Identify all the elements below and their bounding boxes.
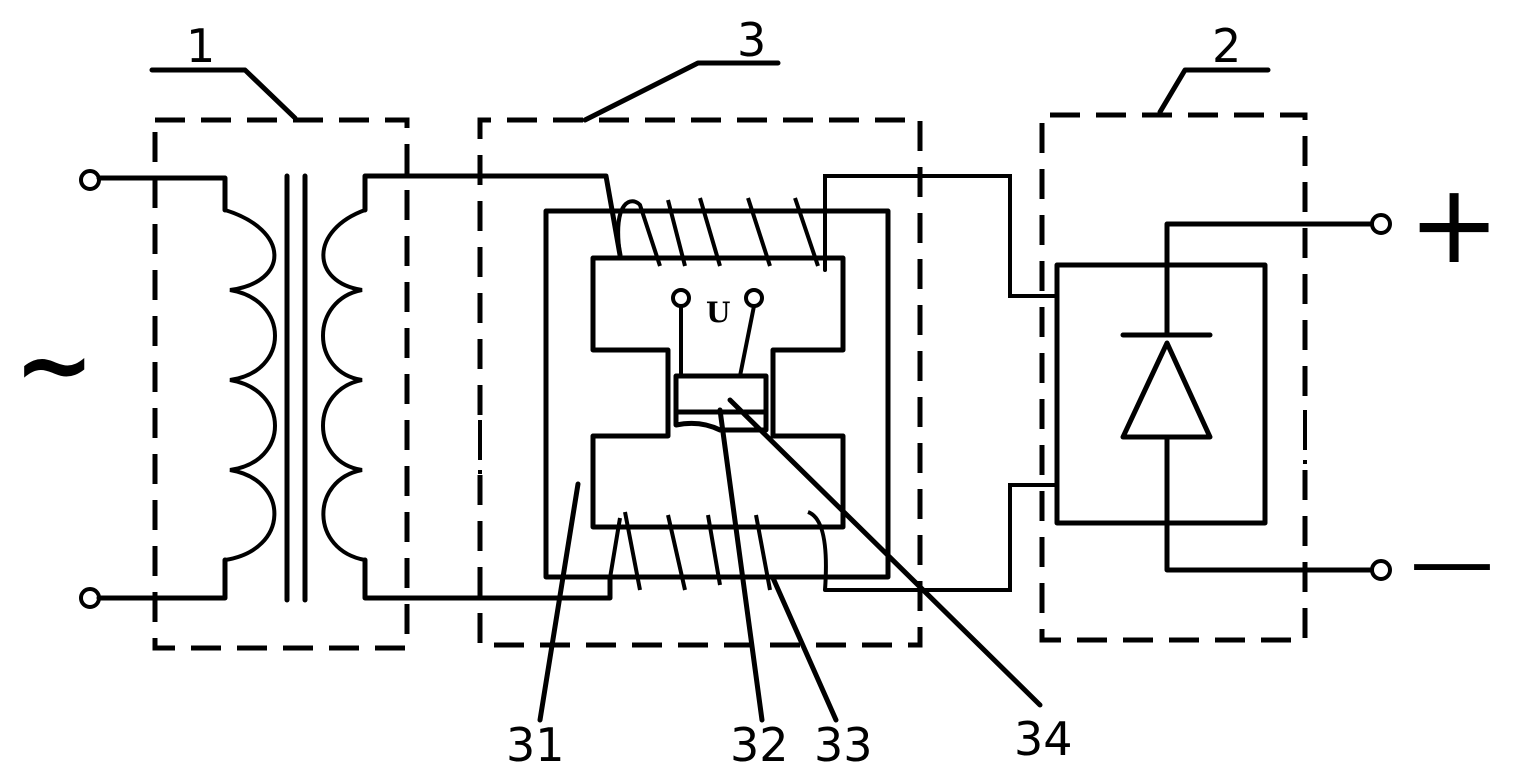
label-31: 31 bbox=[506, 718, 565, 772]
minus-symbol: — bbox=[1410, 512, 1494, 610]
output-terminal-minus bbox=[1370, 559, 1392, 581]
label-leader-33 bbox=[770, 575, 839, 723]
input-terminal-top bbox=[79, 169, 101, 191]
winding-top bbox=[616, 197, 820, 267]
rectifier-output-bottom bbox=[1164, 434, 1375, 573]
output-terminal-plus bbox=[1370, 213, 1392, 235]
primary-coil bbox=[224, 208, 277, 562]
core-inner-window bbox=[590, 255, 846, 530]
label-1: 1 bbox=[186, 19, 215, 73]
core-outer-frame bbox=[543, 208, 891, 580]
voltage-lead-right bbox=[738, 304, 756, 378]
secondary-wire-top bbox=[362, 173, 623, 258]
label-leader-34 bbox=[727, 397, 1043, 708]
transformer-block: 1 bbox=[96, 19, 623, 651]
voltage-label-u: U bbox=[706, 296, 730, 329]
secondary-coil bbox=[321, 208, 366, 562]
rectifier-box bbox=[1054, 262, 1268, 526]
label-leader-1 bbox=[149, 67, 298, 121]
label-32: 32 bbox=[730, 718, 789, 772]
sensor-boundary-outer bbox=[477, 117, 923, 648]
winding-top-return bbox=[823, 174, 1057, 298]
label-leader-31 bbox=[537, 481, 581, 723]
diode-icon bbox=[1120, 332, 1213, 440]
plus-symbol: + bbox=[1408, 160, 1500, 288]
label-2: 2 bbox=[1212, 19, 1241, 73]
label-leader-32 bbox=[717, 407, 765, 723]
ac-source-symbol: ~ bbox=[14, 309, 94, 421]
label-leader-2 bbox=[1157, 67, 1271, 115]
gap-element bbox=[673, 373, 769, 415]
winding-bottom-return bbox=[823, 483, 1057, 592]
label-leader-3 bbox=[582, 60, 781, 123]
secondary-wire-bottom bbox=[362, 557, 613, 601]
winding-bottom bbox=[608, 510, 828, 591]
primary-wire-top bbox=[96, 175, 228, 213]
label-34: 34 bbox=[1014, 712, 1073, 766]
rectifier-boundary-outer bbox=[1039, 112, 1308, 643]
rectifier-output-top bbox=[1164, 221, 1375, 338]
gap-element-lower bbox=[673, 409, 769, 433]
input-terminal-bottom bbox=[79, 587, 101, 609]
voltage-terminal-right bbox=[744, 288, 764, 308]
transformer-boundary bbox=[152, 117, 410, 651]
primary-wire-bottom bbox=[96, 557, 228, 601]
sensor-assembly-block: U 3 bbox=[477, 13, 1057, 648]
rectifier-block: 2 bbox=[1039, 19, 1375, 643]
label-3: 3 bbox=[737, 13, 766, 67]
voltage-terminal-left bbox=[671, 288, 691, 308]
label-33: 33 bbox=[814, 718, 873, 772]
